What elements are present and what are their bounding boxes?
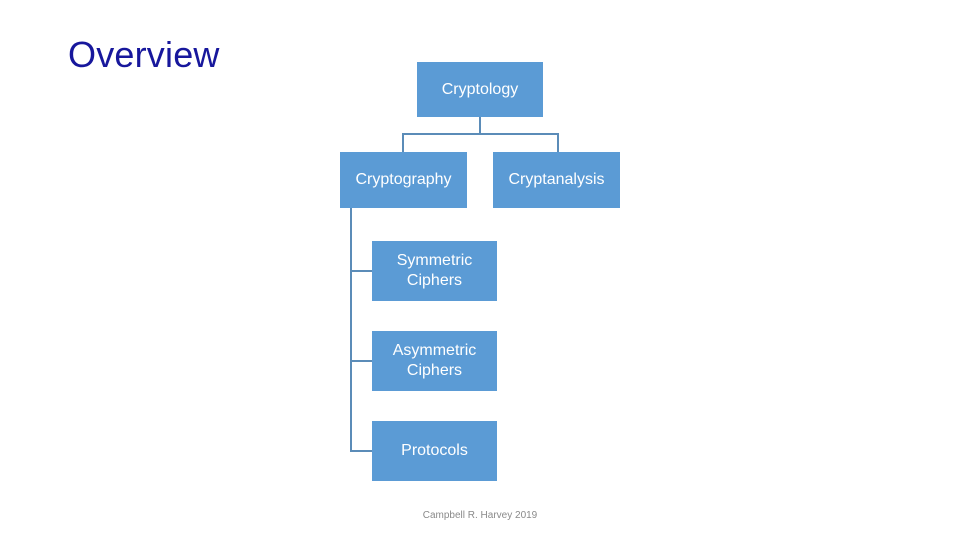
node-asymmetric-ciphers: Asymmetric Ciphers [372,331,497,391]
connector-root-stem [479,117,481,134]
connector-stub-protocols [350,450,373,452]
connector-drop-cryptography [402,133,404,152]
connector-stub-asymmetric-ciphers [350,360,373,362]
node-cryptology: Cryptology [417,62,543,117]
node-cryptography: Cryptography [340,152,467,208]
node-symmetric-ciphers: Symmetric Ciphers [372,241,497,301]
connector-stub-symmetric-ciphers [350,270,373,272]
footer-credit: Campbell R. Harvey 2019 [422,510,538,521]
connector-root-horizontal-bar [402,133,559,135]
node-cryptanalysis: Cryptanalysis [493,152,620,208]
page-title: Overview [68,34,220,75]
connector-cryptography-spine [350,208,352,452]
node-protocols: Protocols [372,421,497,481]
connector-drop-cryptanalysis [557,133,559,152]
